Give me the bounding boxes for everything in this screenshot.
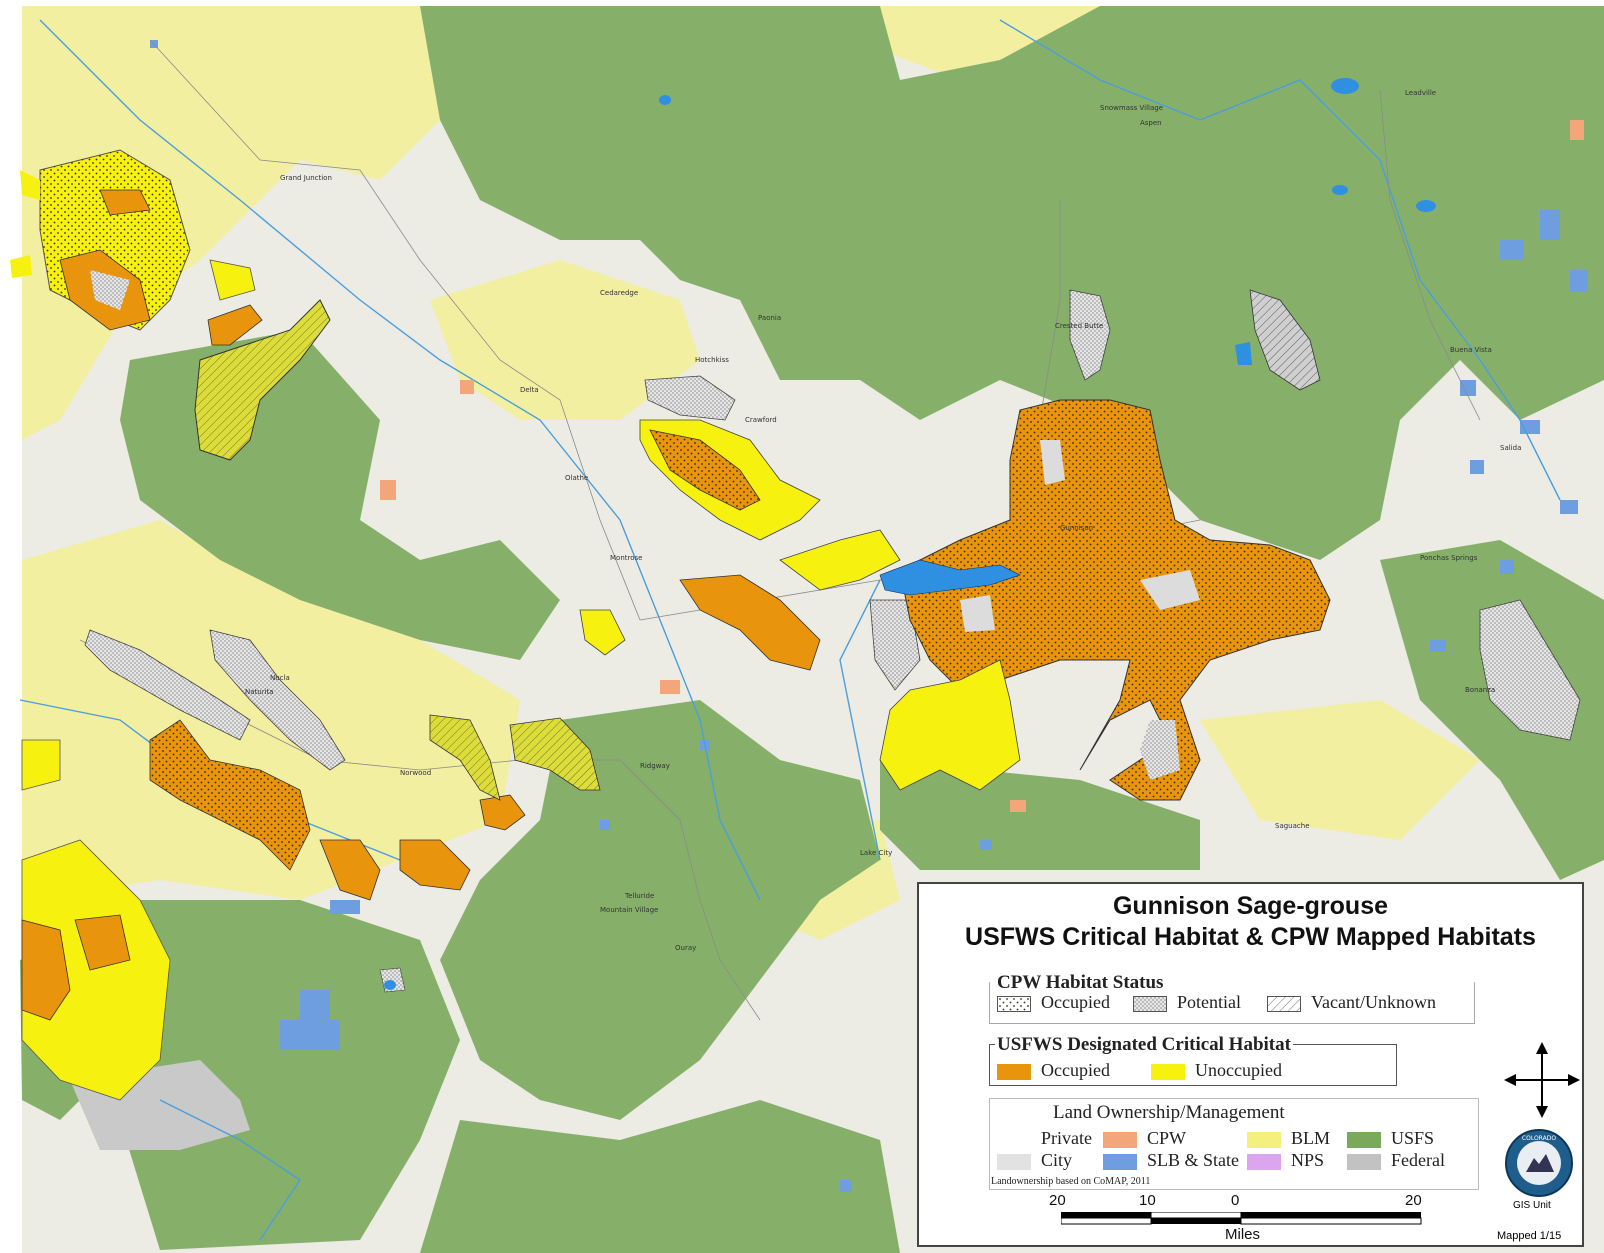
place-label: Ponchas Springs xyxy=(1420,554,1478,562)
place-label: Nucla xyxy=(270,674,290,682)
habitat-west xyxy=(10,149,601,1101)
place-label: Telluride xyxy=(624,892,654,900)
usfws-occupied-label: Occupied xyxy=(1041,1060,1110,1080)
place-label: Salida xyxy=(1500,444,1521,452)
mapped-date: Mapped 1/15 xyxy=(1497,1230,1562,1242)
land-ownership-heading: Land Ownership/Management xyxy=(1053,1102,1285,1123)
scale-unit: Miles xyxy=(1225,1226,1261,1243)
federal-swatch xyxy=(1347,1154,1381,1170)
scale-bar xyxy=(1061,1212,1422,1225)
source-note: Landownership based on CoMAP, 2011 xyxy=(991,1176,1151,1187)
nps-swatch xyxy=(1247,1154,1281,1170)
place-label: Crested Butte xyxy=(1055,322,1103,330)
occupied-pattern-swatch xyxy=(997,996,1031,1012)
place-label: Ouray xyxy=(675,944,696,952)
place-label: Buena Vista xyxy=(1450,346,1492,354)
usfws-unoccupied-swatch xyxy=(1151,1064,1185,1080)
usfws-unoccupied-label: Unoccupied xyxy=(1195,1060,1282,1080)
place-label: Olathe xyxy=(565,474,588,482)
place-label: Bonanza xyxy=(1465,686,1495,694)
slb-state-label: SLB & State xyxy=(1147,1150,1240,1170)
private-swatch xyxy=(997,1132,1031,1148)
land-ownership-box xyxy=(989,1098,1479,1190)
scale-tick-label: 20 xyxy=(1049,1192,1066,1209)
potential-pattern-swatch xyxy=(1133,996,1167,1012)
vacant-pattern-swatch xyxy=(1267,996,1301,1012)
scale-tick-label: 0 xyxy=(1231,1192,1240,1209)
scale-tick-label: 20 xyxy=(1405,1192,1422,1209)
place-label: Gunnison xyxy=(1060,524,1093,532)
slb-state-swatch xyxy=(1103,1154,1137,1170)
lakes xyxy=(384,78,1436,990)
blm-swatch xyxy=(1247,1132,1281,1148)
rivers xyxy=(19,19,1561,1241)
place-label: Paonia xyxy=(758,314,781,322)
compass-icon xyxy=(1504,1042,1580,1118)
place-label: Ridgway xyxy=(640,762,670,770)
place-label: Grand Junction xyxy=(280,174,332,182)
place-label: Hotchkiss xyxy=(695,356,729,364)
map-title: Gunnison Sage-grouse xyxy=(1112,892,1389,920)
place-label: Lake City xyxy=(860,849,892,857)
federal-label: Federal xyxy=(1391,1150,1445,1170)
cpw-swatch xyxy=(1103,1132,1137,1148)
gis-unit-label: GIS Unit xyxy=(1513,1200,1551,1211)
scale-tick-label: 10 xyxy=(1139,1192,1156,1209)
place-label: Naturita xyxy=(245,688,274,696)
usfs-swatch xyxy=(1347,1132,1381,1148)
place-label: Montrose xyxy=(610,554,642,562)
place-label: Cedaredge xyxy=(600,289,638,297)
place-label: Mountain Village xyxy=(600,906,658,914)
place-label: Crawford xyxy=(745,416,777,424)
legend-panel: Gunnison Sage-grouse USFWS Critical Habi… xyxy=(917,882,1584,1247)
nps-label: NPS xyxy=(1291,1150,1325,1170)
usfs-label: USFS xyxy=(1391,1128,1435,1148)
place-label: Saguache xyxy=(1275,822,1310,830)
place-label: Snowmass Village xyxy=(1100,104,1163,112)
usfws-occupied-swatch xyxy=(997,1064,1031,1080)
cpw-legend-box xyxy=(989,982,1475,1024)
cpw-occupied-label: Occupied xyxy=(1041,992,1110,1012)
blm-label: BLM xyxy=(1291,1128,1331,1148)
place-label: Delta xyxy=(520,386,539,394)
map-subtitle: USFWS Critical Habitat & CPW Mapped Habi… xyxy=(965,923,1536,951)
svg-text:COLORADO: COLORADO xyxy=(1522,1135,1556,1142)
slb-state-lands xyxy=(150,40,1588,1192)
cpw-label: CPW xyxy=(1147,1128,1187,1148)
cpw-potential-label: Potential xyxy=(1177,992,1241,1012)
place-label: Aspen xyxy=(1140,119,1162,127)
usfws-heading: USFWS Designated Critical Habitat xyxy=(995,1034,1293,1056)
cpw-habitat-status-heading: CPW Habitat Status xyxy=(997,972,1164,993)
habitat-central xyxy=(379,289,1581,993)
private-label: Private xyxy=(1041,1128,1092,1148)
cpw-vacant-label: Vacant/Unknown xyxy=(1311,992,1436,1012)
city-label: City xyxy=(1041,1150,1073,1170)
place-label: Norwood xyxy=(400,769,431,777)
city-swatch xyxy=(997,1154,1031,1170)
cpw-lands xyxy=(380,120,1584,812)
place-label: Leadville xyxy=(1405,89,1436,97)
place-labels: Grand Junction Delta Montrose Gunnison C… xyxy=(245,89,1521,952)
cpw-logo-icon: COLORADO xyxy=(1505,1129,1573,1197)
